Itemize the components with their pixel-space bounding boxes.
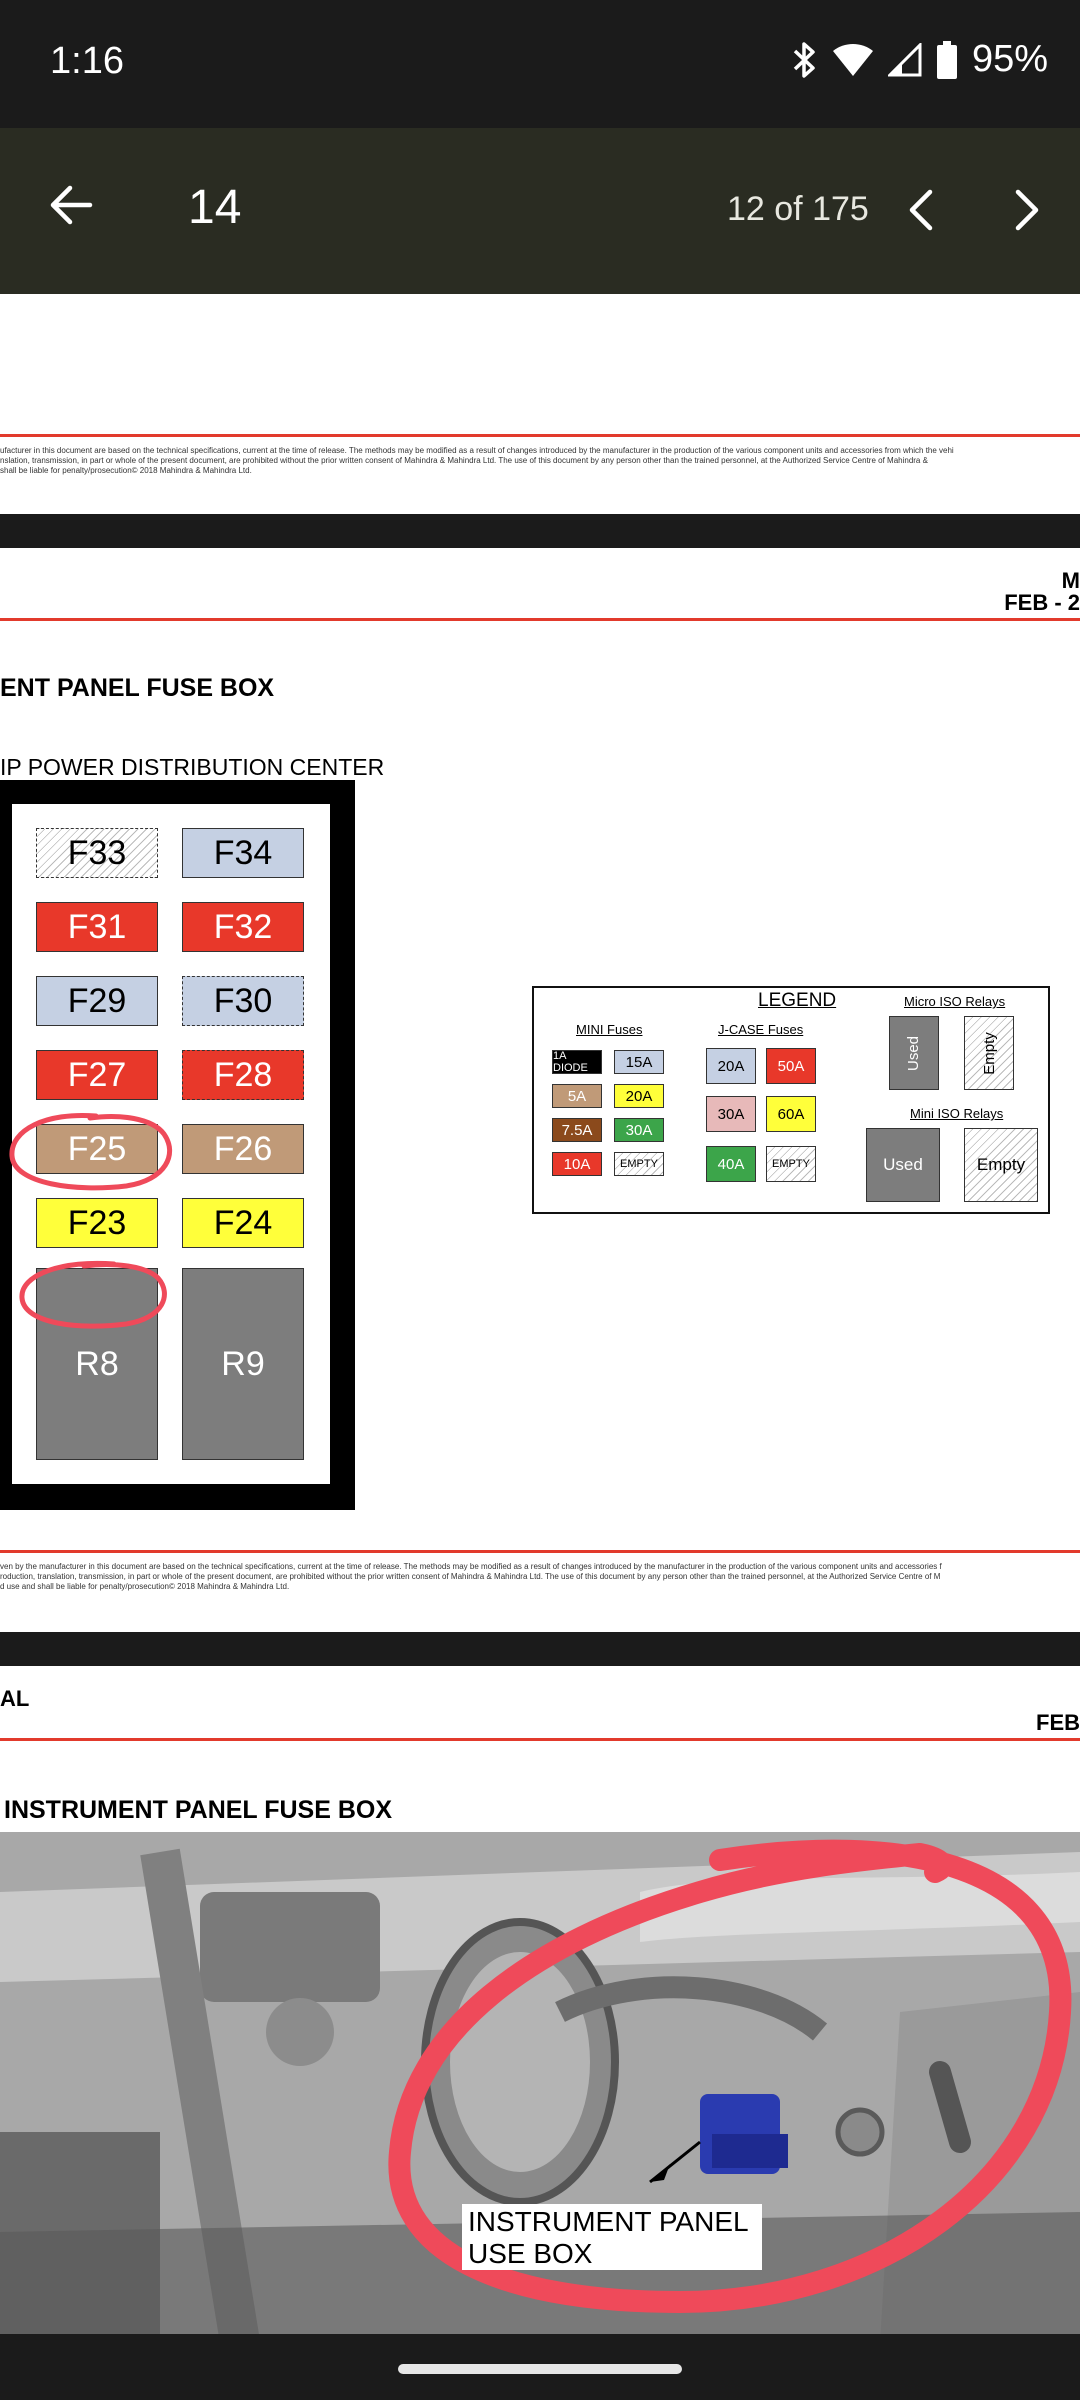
annotation-circle-f31	[9, 1112, 173, 1191]
bluetooth-icon	[793, 41, 815, 78]
legend-mini-relay-used: Used	[866, 1128, 940, 1202]
previous-page-chevron-icon[interactable]	[900, 186, 944, 234]
header-rule	[0, 1738, 1080, 1741]
document-title: 14	[188, 181, 242, 234]
footer-rule	[0, 1550, 1080, 1553]
page-header-right: M	[1061, 568, 1080, 593]
section-title: INSTRUMENT PANEL FUSE BOX	[4, 1796, 392, 1824]
pdf-page-current: M FEB - 2 ENT PANEL FUSE BOX IP POWER DI…	[0, 548, 1080, 1632]
legend-chip-10a: 10A	[552, 1152, 602, 1176]
legend-micro-relay-used: Used	[889, 1016, 939, 1090]
status-icons: 95%	[792, 38, 1048, 81]
cellular-signal-icon	[887, 42, 922, 76]
system-navigation-bar	[0, 2334, 1080, 2400]
pdf-page-previous: ufacturer in this document are based on …	[0, 294, 1080, 514]
legend-chip-30a-jcase: 30A	[706, 1096, 756, 1132]
fuse-f29: F29	[36, 976, 158, 1026]
fuse-legend: LEGEND MINI Fuses J-CASE Fuses Micro ISO…	[532, 986, 1050, 1214]
fuse-f23: F23	[36, 1198, 158, 1248]
footer-disclaimer: ufacturer in this document are based on …	[0, 446, 954, 475]
fuse-box-callout-label: INSTRUMENT PANEL USE BOX	[462, 2204, 762, 2270]
status-time: 1:16	[50, 40, 124, 82]
fuse-f25: F25	[36, 1124, 158, 1174]
fuse-f33: F33	[36, 828, 158, 878]
fuse-f34: F34	[182, 828, 304, 878]
footer-disclaimer: ven by the manufacturer in this document…	[0, 1562, 942, 1591]
legend-micro-iso-label: Micro ISO Relays	[904, 994, 1006, 1009]
legend-chip-15a: 15A	[614, 1050, 664, 1074]
legend-mini-fuses-label: MINI Fuses	[576, 1022, 643, 1037]
fuse-box-diagram: F33 F34 F31 F32 F29 F30 F27 F28 F25 F26 …	[0, 780, 355, 1510]
battery-percentage: 95%	[971, 38, 1048, 80]
header-rule	[0, 618, 1080, 621]
page-indicator: 12 of 175	[727, 190, 869, 228]
fuse-f24: F24	[182, 1198, 304, 1248]
wifi-icon	[832, 43, 873, 76]
fuse-f28: F28	[182, 1050, 304, 1100]
legend-chip-60a: 60A	[766, 1096, 816, 1132]
fuse-box-location-image: INSTRUMENT PANEL USE BOX	[0, 1832, 1080, 2334]
back-arrow-icon[interactable]	[46, 180, 96, 230]
legend-chip-empty-jcase: EMPTY	[766, 1146, 816, 1182]
fuse-f26: F26	[182, 1124, 304, 1174]
legend-title: LEGEND	[758, 990, 837, 1011]
footer-rule	[0, 434, 1080, 437]
legend-chip-empty-mini: EMPTY	[614, 1152, 664, 1176]
fuse-f27: F27	[36, 1050, 158, 1100]
legend-mini-iso-label: Mini ISO Relays	[910, 1106, 1004, 1121]
legend-chip-30a-mini: 30A	[614, 1118, 664, 1142]
battery-icon	[936, 40, 957, 79]
legend-chip-50a: 50A	[766, 1048, 816, 1084]
page-header-date: FEB - 2	[1004, 590, 1080, 615]
diagram-subtitle: IP POWER DISTRIBUTION CENTER	[0, 754, 385, 780]
legend-jcase-label: J-CASE Fuses	[718, 1022, 804, 1037]
page-header-date: FEB	[1036, 1710, 1080, 1735]
fuse-f30: F30	[182, 976, 304, 1026]
legend-chip-1a-diode: 1A DIODE	[552, 1050, 602, 1074]
relay-r9: R9	[182, 1268, 304, 1460]
fuse-f32: F32	[182, 902, 304, 952]
legend-chip-40a: 40A	[706, 1146, 756, 1182]
next-page-chevron-icon[interactable]	[1004, 186, 1048, 234]
legend-mini-relay-empty: Empty	[964, 1128, 1038, 1202]
app-bar: 14 12 of 175	[0, 128, 1080, 294]
legend-chip-20a-mini: 20A	[614, 1084, 664, 1108]
legend-micro-relay-empty: Empty	[964, 1016, 1014, 1090]
page-header-left: AL	[0, 1686, 30, 1711]
relay-r8: R8	[36, 1268, 158, 1460]
legend-chip-7-5a: 7.5A	[552, 1118, 602, 1142]
fuse-f31: F31	[36, 902, 158, 952]
legend-chip-5a: 5A	[552, 1084, 602, 1108]
engine-bay-illustration	[0, 1832, 1080, 2334]
pdf-page-next: AL FEB INSTRUMENT PANEL FUSE BOX IN	[0, 1666, 1080, 2334]
home-gesture-handle[interactable]	[398, 2364, 682, 2374]
status-bar: 1:16 95%	[0, 0, 1080, 128]
section-title: ENT PANEL FUSE BOX	[0, 674, 275, 702]
legend-chip-20a-jcase: 20A	[706, 1048, 756, 1084]
annotation-circle-f27	[19, 1260, 167, 1329]
